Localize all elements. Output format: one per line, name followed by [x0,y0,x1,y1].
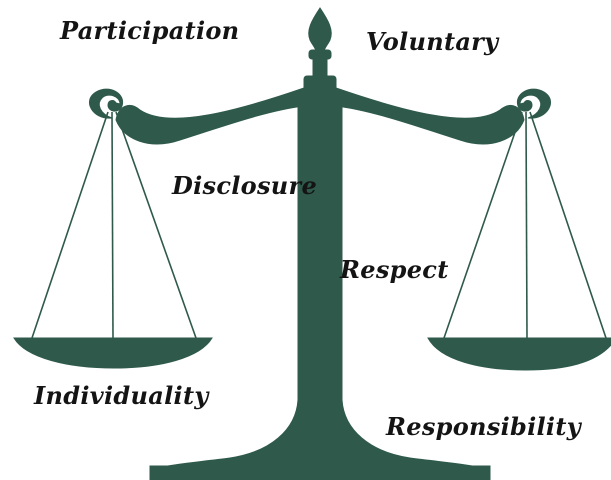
left-string-outer-r [115,111,197,339]
right-string-outer-r [529,111,607,339]
right-string-outer-l [443,111,523,339]
left-string-center [111,111,114,339]
label-disclosure: Disclosure [172,171,318,200]
label-individuality: Individuality [34,381,209,410]
label-voluntary: Voluntary [366,27,499,56]
base [149,399,491,480]
finial [308,7,332,53]
right-scroll [516,88,551,119]
beam [115,87,525,145]
left-pan [13,337,213,369]
base-foot [149,465,491,480]
label-responsibility: Responsibility [386,412,581,441]
right-pan [427,337,611,371]
neck [312,57,328,79]
left-scroll [89,88,124,119]
left-string-outer-l [31,111,109,339]
label-respect: Respect [340,255,449,284]
label-participation: Participation [60,16,240,45]
pillar [297,103,343,425]
right-string-center [525,111,528,339]
